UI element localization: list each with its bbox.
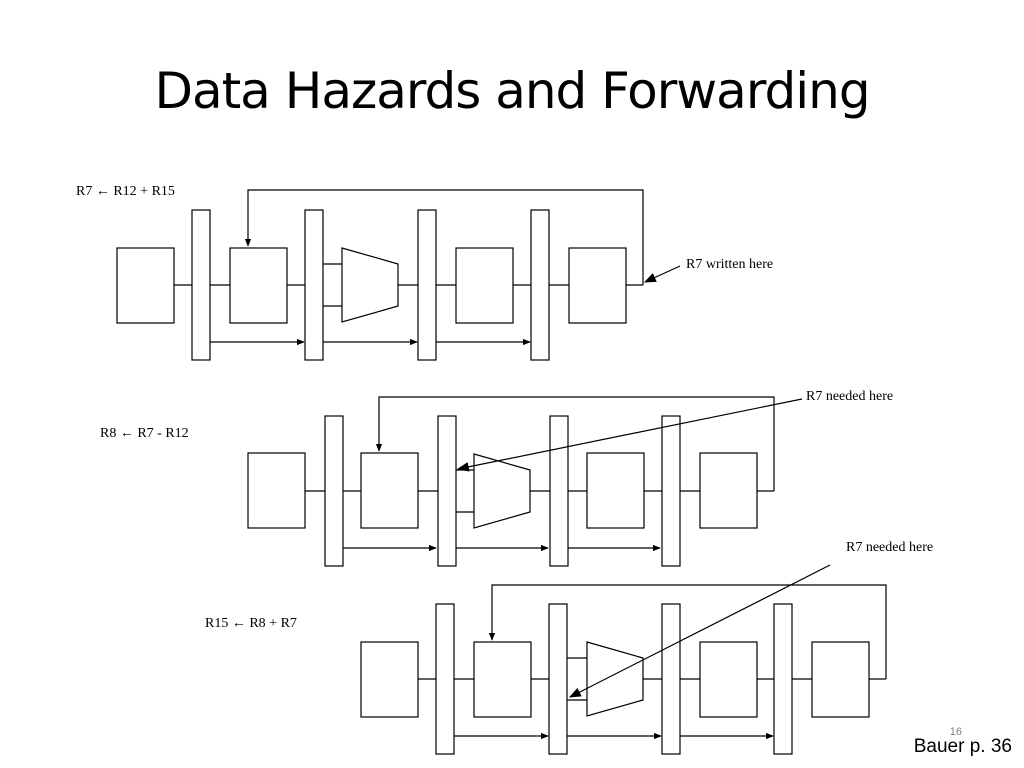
slide-number: 16 xyxy=(949,726,962,738)
stage-writeback-box xyxy=(811,641,870,718)
instruction-1-label: R7 ← R12 + R15 xyxy=(76,184,175,199)
pipeline-register xyxy=(435,603,455,755)
stage-memory-box xyxy=(586,452,645,529)
pipeline-register xyxy=(661,603,681,755)
annotation-arrow xyxy=(643,265,681,283)
annotation-r7-written: R7 written here xyxy=(686,257,773,272)
pipeline-register xyxy=(530,209,550,361)
pipeline-register xyxy=(304,209,324,361)
annotation-r7-needed-1: R7 needed here xyxy=(806,389,893,404)
annotation-arrow xyxy=(568,564,831,698)
alu-shape xyxy=(341,247,399,323)
pipeline-register xyxy=(548,603,568,755)
alu-shape xyxy=(586,641,644,717)
stage-decode-box xyxy=(473,641,532,718)
pipeline-row-1: R7 ← R12 + R15 R7 written here xyxy=(76,184,773,361)
alu-shape xyxy=(473,453,531,529)
pipeline-register xyxy=(191,209,211,361)
writeback-feedback-arrow xyxy=(488,584,887,679)
annotation-r7-needed-2: R7 needed here xyxy=(846,540,933,555)
slide-title: Data Hazards and Forwarding xyxy=(154,62,870,120)
stage-writeback-box xyxy=(699,452,758,529)
annotation-arrow xyxy=(456,398,803,472)
instruction-3-label: R15 ← R8 + R7 xyxy=(205,616,297,631)
stage-memory-box xyxy=(699,641,758,718)
stage-decode-box xyxy=(229,247,288,324)
pipeline-register xyxy=(549,415,569,567)
pipeline-row-3: R15 ← R8 + R7 R7 needed here xyxy=(205,540,933,755)
writeback-feedback-arrow xyxy=(244,189,644,285)
citation-text: Bauer p. 36 xyxy=(913,736,1012,757)
stage-decode-box xyxy=(360,452,419,529)
pipeline-register xyxy=(437,415,457,567)
pipeline-register xyxy=(324,415,344,567)
stage-fetch-box xyxy=(116,247,175,324)
writeback-feedback-arrow xyxy=(375,396,775,491)
instruction-2-label: R8 ← R7 - R12 xyxy=(100,426,189,441)
stage-fetch-box xyxy=(247,452,306,529)
pipeline-register xyxy=(661,415,681,567)
pipeline-register xyxy=(773,603,793,755)
pipeline-register xyxy=(417,209,437,361)
stage-fetch-box xyxy=(360,641,419,718)
stage-writeback-box xyxy=(568,247,627,324)
pipeline-row-2: R8 ← R7 - R12 R7 needed here xyxy=(100,389,893,567)
stage-memory-box xyxy=(455,247,514,324)
